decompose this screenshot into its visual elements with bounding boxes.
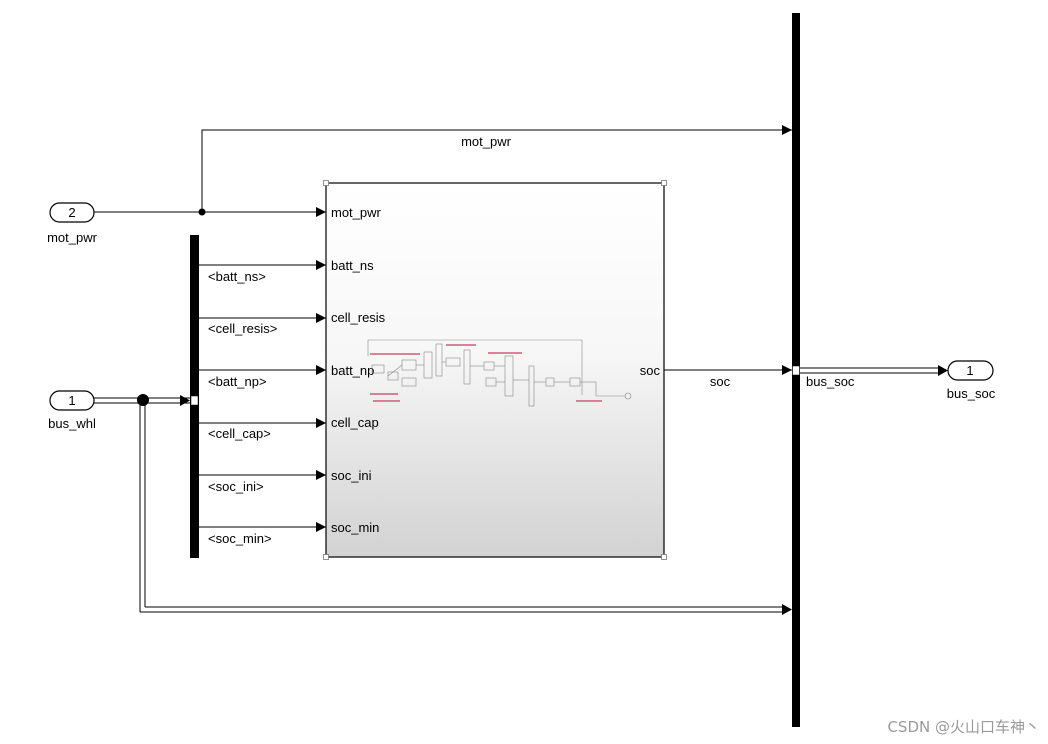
mot-pwr-lines[interactable]: [94, 125, 792, 217]
inport-number: 2: [68, 205, 75, 220]
bus-selector-port: [190, 395, 199, 406]
selector-signal-label: <batt_ns>: [208, 269, 266, 284]
inport-name: bus_whl: [48, 416, 96, 431]
branch-point: [198, 208, 206, 216]
selector-output-lines[interactable]: [199, 260, 326, 532]
subsystem-port-cell-cap: cell_cap: [331, 415, 379, 430]
subsystem-port-batt-np: batt_np: [331, 363, 374, 378]
subsystem-port-soc-min: soc_min: [331, 520, 379, 535]
outport-name: bus_soc: [947, 386, 996, 401]
subsystem-port-mot-pwr: mot_pwr: [331, 205, 382, 220]
bus-whl-lines[interactable]: [94, 397, 782, 613]
outport-number: 1: [966, 363, 973, 378]
model-preview-annotations: [370, 344, 602, 402]
selector-signal-label: <soc_ini>: [208, 479, 264, 494]
inport-mot-pwr[interactable]: 2 mot_pwr: [47, 202, 98, 245]
signal-label-mot-pwr: mot_pwr: [461, 134, 512, 149]
subsystem-block[interactable]: mot_pwr batt_ns cell_resis batt_np cell_…: [323, 180, 667, 560]
selector-signal-label: <cell_resis>: [208, 321, 277, 336]
signal-label-bus-soc: bus_soc: [806, 374, 855, 389]
selector-signal-label: <soc_min>: [208, 531, 272, 546]
bus-branch-point: [137, 394, 149, 406]
outport-bus-soc[interactable]: 1 bus_soc: [947, 360, 996, 401]
model-preview-thumbnail: [367, 339, 632, 407]
subsystem-port-soc-ini: soc_ini: [331, 468, 372, 483]
inport-number: 1: [68, 393, 75, 408]
selector-signal-label: <batt_np>: [208, 374, 267, 389]
bus-creator-port: [792, 365, 800, 376]
selector-signal-label: <cell_cap>: [208, 426, 271, 441]
watermark: CSDN @火山口车神丶: [887, 718, 1040, 736]
inport-bus-whl[interactable]: 1 bus_whl: [48, 390, 96, 431]
inport-name: mot_pwr: [47, 230, 98, 245]
subsystem-port-batt-ns: batt_ns: [331, 258, 374, 273]
signal-label-soc: soc: [710, 374, 731, 389]
subsystem-port-soc: soc: [640, 363, 661, 378]
subsystem-port-cell-resis: cell_resis: [331, 310, 386, 325]
bus-soc-line[interactable]: [800, 367, 938, 374]
